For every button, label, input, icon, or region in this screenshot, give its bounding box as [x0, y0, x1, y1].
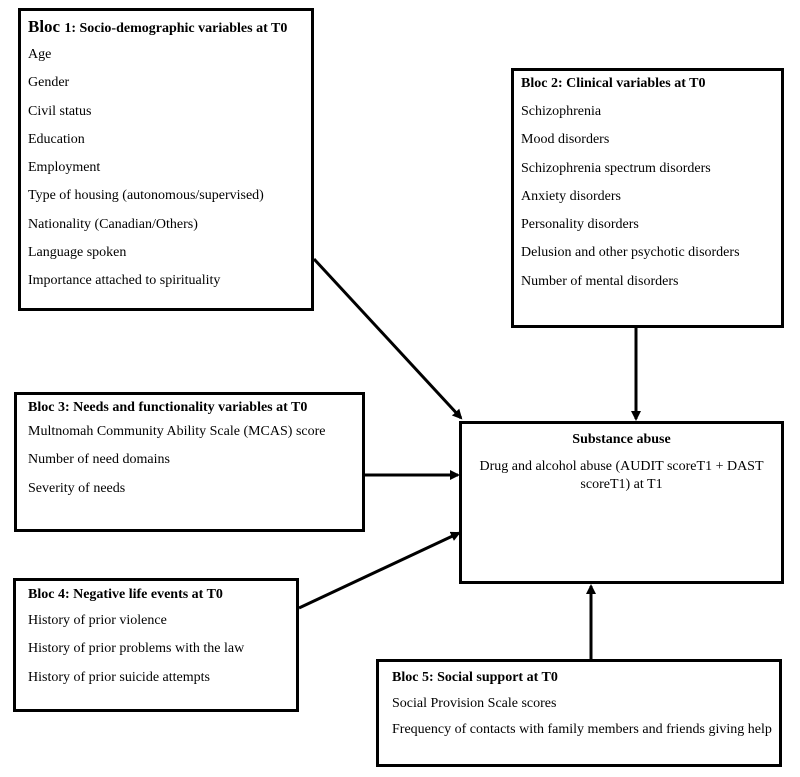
bloc2-item: Mood disorders [521, 132, 610, 148]
bloc1-title: Bloc 1: Socio-demographic variables at T… [28, 17, 311, 37]
outcome-description: Drug and alcohol abuse (AUDIT scoreT1 + … [479, 459, 764, 492]
bloc1-item: Employment [28, 160, 101, 176]
bloc4-box: Bloc 4: Negative life events at T0 Histo… [13, 578, 299, 712]
bloc2-box: Bloc 2: Clinical variables at T0 Schizop… [511, 68, 784, 328]
bloc1-item: Nationality (Canadian/Others) [28, 216, 198, 232]
bloc2-item: Schizophrenia spectrum disorders [521, 160, 711, 176]
bloc4-item: History of prior violence [28, 613, 167, 628]
bloc5-item: Social Provision Scale scores [392, 696, 557, 711]
bloc1-item: Age [28, 47, 52, 62]
bloc4-title: Bloc 4: Negative life events at T0 [28, 587, 223, 602]
bloc1-item: Language spoken [28, 245, 127, 261]
bloc1-title-lead: Bloc [28, 17, 65, 36]
bloc3-box: Bloc 3: Needs and functionality variable… [14, 392, 365, 532]
bloc2-item: Anxiety disorders [521, 188, 621, 204]
bloc4-item: History of prior problems with the law [28, 641, 245, 657]
bloc2-item: Delusion and other psychotic disorders [521, 245, 740, 261]
arrow-bloc4-to-target [298, 531, 461, 610]
bloc3-item: Severity of needs [28, 480, 126, 496]
bloc2-item: Personality disorders [521, 217, 639, 233]
bloc2-item: Schizophrenia [521, 104, 602, 119]
bloc5-item: Frequency of contacts with family member… [392, 722, 772, 737]
arrow-bloc1-to-target [312, 257, 463, 420]
bloc1-item: Importance attached to spirituality [28, 273, 221, 289]
bloc1-title-rest: 1: Socio-demographic variables at T0 [64, 21, 288, 36]
bloc5-title: Bloc 5: Social support at T0 [392, 670, 558, 685]
bloc5-box: Bloc 5: Social support at T0 Social Prov… [376, 659, 782, 767]
bloc4-item: History of prior suicide attempts [28, 669, 210, 685]
bloc2-title: Bloc 2: Clinical variables at T0 [521, 76, 706, 91]
bloc2-item: Number of mental disorders [521, 273, 679, 289]
bloc3-item: Number of need domains [28, 452, 170, 468]
bloc1-item: Civil status [28, 103, 92, 119]
bloc1-item: Type of housing (autonomous/supervised) [28, 188, 264, 204]
bloc1-item: Education [28, 131, 85, 147]
bloc1-item: Gender [28, 75, 70, 91]
outcome-box: Substance abuse Drug and alcohol abuse (… [459, 421, 784, 584]
bloc1-box: Bloc 1: Socio-demographic variables at T… [18, 8, 314, 311]
outcome-title: Substance abuse [572, 432, 671, 447]
bloc3-item: Multnomah Community Ability Scale (MCAS)… [28, 424, 326, 439]
bloc3-title: Bloc 3: Needs and functionality variable… [28, 400, 308, 415]
